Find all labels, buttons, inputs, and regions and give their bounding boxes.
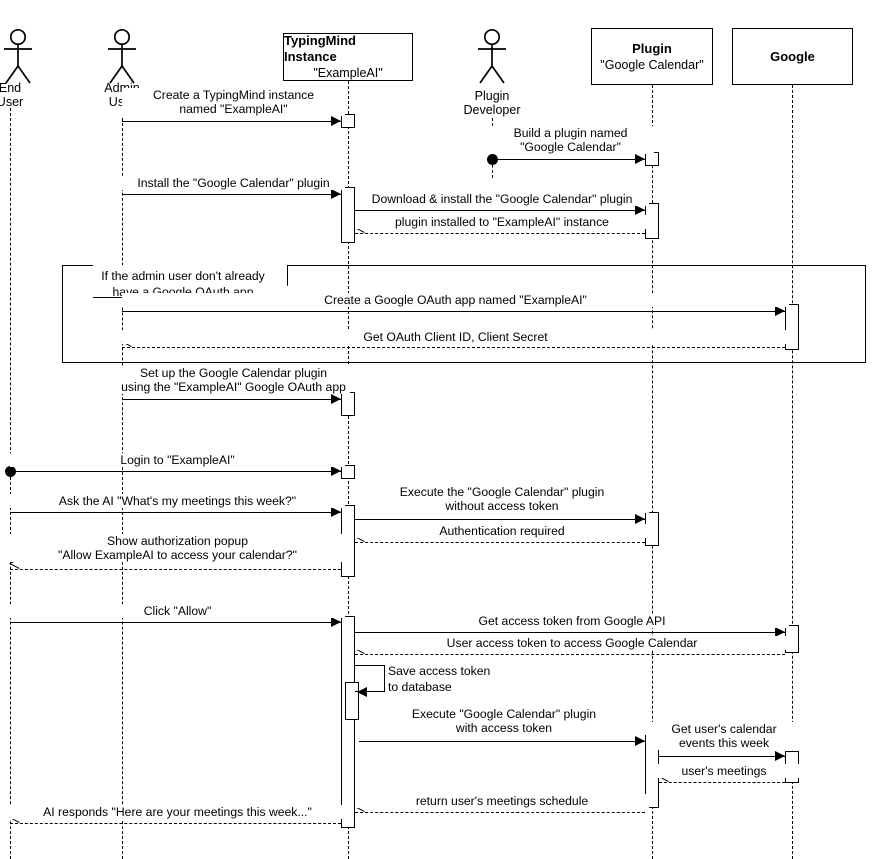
message-m17-label: Save access token to database xyxy=(388,664,491,694)
message-m6-label: Create a Google OAuth app named "Example… xyxy=(122,293,789,307)
message-m22-label: AI responds "Here are your meetings this… xyxy=(10,805,345,819)
lifeline-google xyxy=(791,85,793,859)
message-m9-label: Login to "ExampleAI" xyxy=(10,453,345,467)
fragment-optional-oauth xyxy=(62,265,866,363)
message-m18-label: Execute "Google Calendar" plugin with ac… xyxy=(359,707,649,735)
lifeline-plugin xyxy=(651,85,653,859)
lifeline-admin-user xyxy=(121,108,123,859)
actor-plugin-developer xyxy=(474,28,510,86)
message-m4-label: Download & install the "Google Calendar"… xyxy=(355,192,649,206)
actor-end-user xyxy=(0,28,36,86)
message-m17-arrowhead xyxy=(357,687,367,697)
message-m1-label: Create a TypingMind instance named "Exam… xyxy=(122,88,345,116)
activation-typingmind-6 xyxy=(341,616,355,828)
message-m8-label: Set up the Google Calendar plugin using … xyxy=(117,366,350,394)
participant-google-title: Google xyxy=(770,48,815,64)
participant-google[interactable]: Google xyxy=(732,28,853,85)
open-arrow-left-icon xyxy=(9,557,21,574)
message-m19-label: Get user's calendar events this week xyxy=(649,722,799,750)
message-m14-label: Click "Allow" xyxy=(10,604,345,618)
stick-figure-icon xyxy=(108,28,136,84)
message-m7-label: Get OAuth Client ID, Client Secret xyxy=(122,330,789,344)
label-end-user: End User xyxy=(0,81,24,109)
message-m21-label: return user's meetings schedule xyxy=(355,794,649,808)
message-m3-label: Install the "Google Calendar" plugin xyxy=(122,176,345,190)
lifeline-end-user xyxy=(9,108,11,859)
participant-typingmind-title: TypingMind Instance xyxy=(284,33,356,64)
message-m12-label: Authentication required xyxy=(355,524,649,538)
message-m20-label: user's meetings xyxy=(649,764,799,778)
activation-plugin-1 xyxy=(645,152,659,166)
message-m5-label: plugin installed to "ExampleAI" instance xyxy=(355,215,649,229)
stick-figure-icon xyxy=(4,28,32,84)
message-m2-label: Build a plugin named "Google Calendar" xyxy=(487,126,654,154)
participant-typingmind[interactable]: TypingMind Instance "ExampleAI" xyxy=(283,33,413,81)
activation-typingmind-2 xyxy=(341,187,355,243)
activation-typingmind-4 xyxy=(341,465,355,479)
participant-typingmind-subtitle: "ExampleAI" xyxy=(313,66,383,80)
message-m10-label: Ask the AI "What's my meetings this week… xyxy=(10,494,345,508)
activation-typingmind-1 xyxy=(341,114,355,128)
message-m11-label: Execute the "Google Calendar" plugin wit… xyxy=(355,485,649,513)
message-m13-label: Show authorization popup "Allow ExampleA… xyxy=(10,534,345,562)
actor-admin-user xyxy=(104,28,140,86)
message-m16-label: User access token to access Google Calen… xyxy=(355,636,789,650)
activation-typingmind-3 xyxy=(341,392,355,416)
participant-plugin-subtitle: "Google Calendar" xyxy=(600,57,704,72)
label-plugin-developer: Plugin Developer xyxy=(463,89,521,117)
participant-plugin[interactable]: Plugin "Google Calendar" xyxy=(591,28,713,85)
message-m17-selfcall xyxy=(355,665,385,692)
message-m15-label: Get access token from Google API xyxy=(355,614,789,628)
stick-figure-icon xyxy=(478,28,506,84)
participant-plugin-title: Plugin xyxy=(632,40,672,56)
